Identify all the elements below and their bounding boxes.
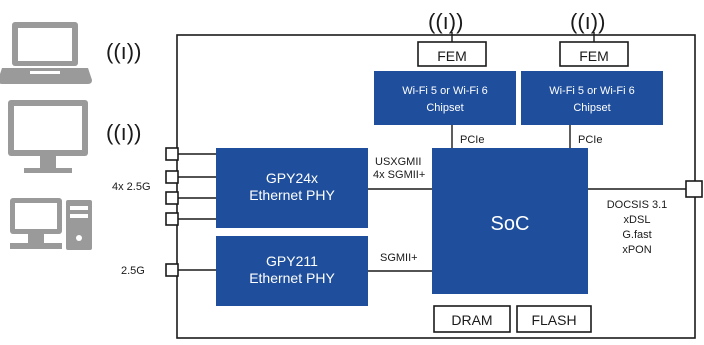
dram-label: DRAM	[451, 312, 492, 328]
wifi-signal-icon: ((ı))	[106, 39, 141, 64]
sgmii4x-label: 4x SGMII+	[373, 169, 425, 181]
dram-box	[433, 305, 511, 333]
sgmii-label: SGMII+	[380, 252, 418, 264]
gpy24x-line1: GPY24x	[266, 170, 318, 186]
soc-label: SoC	[491, 213, 530, 235]
wan-port	[685, 180, 703, 198]
fem-left-box	[417, 41, 487, 67]
port-1x	[165, 263, 216, 277]
gpy211-block	[216, 236, 368, 306]
pcie-right-label: PCIe	[578, 134, 602, 146]
wifi-chipset-right-line1: Wi-Fi 5 or Wi-Fi 6	[549, 85, 635, 97]
wan-label-gfast: G.fast	[622, 229, 651, 241]
wifi-signal-icon: ((ı))	[106, 120, 141, 145]
wan-label-docsis: DOCSIS 3.1	[607, 199, 668, 211]
fem-right-label: FEM	[579, 48, 609, 64]
flash-label: FLASH	[531, 312, 576, 328]
wifi-signal-icon: ((ı))	[570, 9, 605, 34]
port-group-4x	[165, 147, 216, 226]
monitor-icon	[8, 100, 88, 173]
laptop-icon	[0, 22, 92, 84]
gpy24x-line2: Ethernet PHY	[249, 187, 335, 203]
wifi-chipset-left-line2: Chipset	[426, 102, 463, 114]
wifi-signal-icon: ((ı))	[428, 9, 463, 34]
port-label-4x: 4x 2.5G	[112, 181, 151, 193]
fem-left-label: FEM	[437, 48, 467, 64]
gpy211-line2: Ethernet PHY	[249, 270, 335, 286]
fem-right-box	[559, 41, 629, 67]
desktop-pc-icon	[10, 198, 92, 250]
wan-label-xdsl: xDSL	[624, 214, 651, 226]
usxgmii-label: USXGMII	[375, 156, 421, 168]
wifi-chipset-left	[374, 71, 516, 125]
gpy24x-block	[216, 148, 368, 228]
soc-block	[432, 148, 588, 294]
wan-label-xpon: xPON	[622, 244, 651, 256]
wifi-chipset-right	[521, 71, 663, 125]
wifi-chipset-right-line2: Chipset	[573, 102, 610, 114]
pcie-left-label: PCIe	[460, 134, 484, 146]
wifi-chipset-left-line1: Wi-Fi 5 or Wi-Fi 6	[402, 85, 488, 97]
flash-box	[516, 305, 592, 333]
port-label-1x: 2.5G	[121, 265, 145, 277]
gpy211-line1: GPY211	[266, 253, 318, 269]
